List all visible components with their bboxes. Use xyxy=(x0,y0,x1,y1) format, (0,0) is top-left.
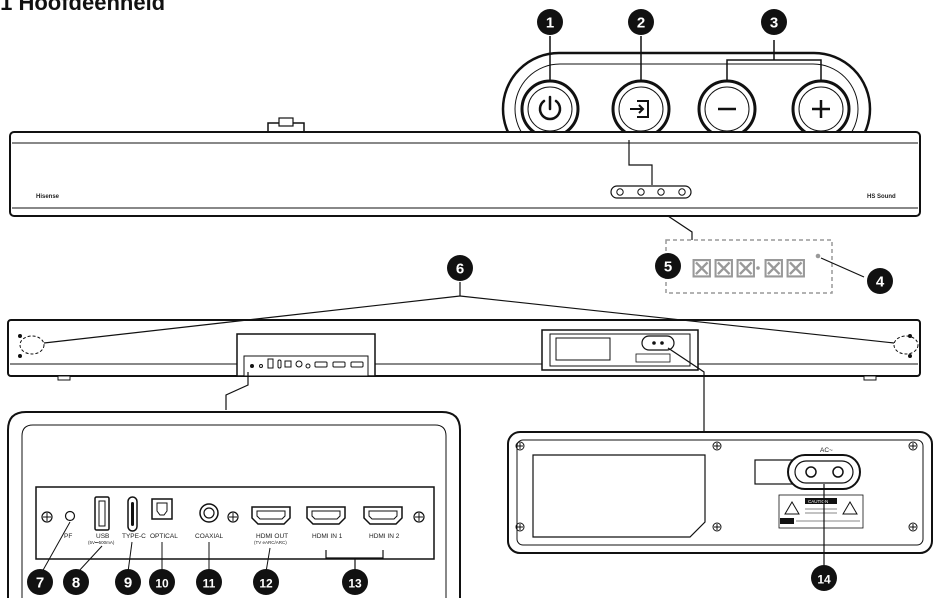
hdmi-out-sublabel: (TV eARC/ARC) xyxy=(254,540,287,545)
pf-button[interactable] xyxy=(64,510,76,522)
usb-label: USB xyxy=(96,533,109,540)
display-char-1: ⊠ xyxy=(690,251,713,284)
display-detail: ⊠ ⊠ ⊠ ⊠ ⊠ xyxy=(665,215,865,294)
callout-13-text: 13 xyxy=(348,577,362,591)
ac-label: AC~ xyxy=(820,447,833,454)
wall-mount-right xyxy=(893,335,919,355)
callout-10: 10 xyxy=(149,569,175,595)
display-char-5: ⊠ xyxy=(784,251,807,284)
screw-icon xyxy=(712,441,722,451)
callout-8-text: 8 xyxy=(72,575,80,592)
hdmi-out-label: HDMI OUT xyxy=(256,533,288,540)
typec-port[interactable] xyxy=(127,496,138,532)
volume-down-button[interactable] xyxy=(697,79,757,139)
power-button[interactable] xyxy=(520,79,580,139)
power-icon xyxy=(538,95,562,121)
optical-port[interactable] xyxy=(151,498,173,520)
hdmi-in2-label: HDMI IN 2 xyxy=(369,533,400,540)
usb-sublabel: (5V⎓500mA) xyxy=(88,540,115,545)
typec-label: TYPE-C xyxy=(122,533,146,540)
coaxial-label: COAXIAL xyxy=(195,533,224,540)
callout-7-text: 7 xyxy=(36,575,44,592)
wall-mount-left xyxy=(19,335,45,355)
plus-icon xyxy=(812,100,830,118)
ac-power-socket[interactable] xyxy=(787,454,861,490)
display-char-3: ⊠ xyxy=(734,251,757,284)
callout-1: 1 xyxy=(537,9,563,35)
hdmi-in1-port[interactable] xyxy=(306,506,346,525)
brand-logo-left: Hisense xyxy=(36,194,60,200)
coaxial-port[interactable] xyxy=(199,503,219,523)
callout-9: 9 xyxy=(115,569,141,595)
callout-5: 5 xyxy=(655,253,681,279)
callout-2: 2 xyxy=(628,9,654,35)
callout-6-text: 6 xyxy=(456,261,464,278)
callout-6: 6 xyxy=(447,255,473,281)
remote-sensor xyxy=(815,253,821,259)
soundbar-front: Hisense HS Sound xyxy=(9,117,921,217)
soundbar-back xyxy=(7,319,921,381)
callout-11-text: 11 xyxy=(203,577,216,591)
screw-icon xyxy=(515,522,525,532)
callout-7: 7 xyxy=(27,569,53,595)
callout-14: 14 xyxy=(811,565,837,591)
source-input-icon xyxy=(630,100,649,118)
caution-label: CAUTION xyxy=(778,494,864,529)
callout-1-text: 1 xyxy=(546,15,554,32)
hdmi-in1-label: HDMI IN 1 xyxy=(312,533,343,540)
callout-14-text: 14 xyxy=(817,573,831,587)
callout-8: 8 xyxy=(63,569,89,595)
callout-4-text: 4 xyxy=(876,274,885,291)
callout-3-text: 3 xyxy=(770,15,778,32)
power-detail: AC~ CAUTION xyxy=(507,431,933,565)
callout-3: 3 xyxy=(761,9,787,35)
brand-logo-right: HS Sound xyxy=(867,194,896,200)
optical-label: OPTICAL xyxy=(150,533,178,540)
callout-9-text: 9 xyxy=(124,575,132,592)
callout-4: 4 xyxy=(867,268,893,294)
hdmi-in2-port[interactable] xyxy=(363,506,403,525)
hdmi-out-port[interactable] xyxy=(251,506,291,525)
callout-10-text: 10 xyxy=(155,577,169,591)
display-char-4: ⊠ xyxy=(762,251,785,284)
screw-icon xyxy=(712,522,722,532)
callout-12-text: 12 xyxy=(259,577,273,591)
ports-detail: PF USB (5V⎓500mA) TYPE-C OPTICAL COAXIAL xyxy=(7,411,461,598)
screw-icon xyxy=(515,441,525,451)
page-title: .1 Hoofdeenheid xyxy=(0,0,166,15)
caution-text: CAUTION xyxy=(808,499,828,504)
screw-icon xyxy=(413,511,425,523)
volume-up-button[interactable] xyxy=(791,79,851,139)
display-char-2: ⊠ xyxy=(712,251,735,284)
callout-2-text: 2 xyxy=(637,15,645,32)
usb-port[interactable] xyxy=(94,496,110,531)
screw-icon xyxy=(227,511,239,523)
callout-12: 12 xyxy=(253,569,279,595)
screw-icon xyxy=(41,511,53,523)
callout-5-text: 5 xyxy=(664,259,672,276)
screw-icon xyxy=(908,441,918,451)
front-indicator-leds xyxy=(610,185,692,199)
callout-13: 13 xyxy=(342,569,368,595)
source-button[interactable] xyxy=(611,79,671,139)
callout-11: 11 xyxy=(196,569,222,595)
pf-label: PF xyxy=(64,533,72,540)
screw-icon xyxy=(908,522,918,532)
